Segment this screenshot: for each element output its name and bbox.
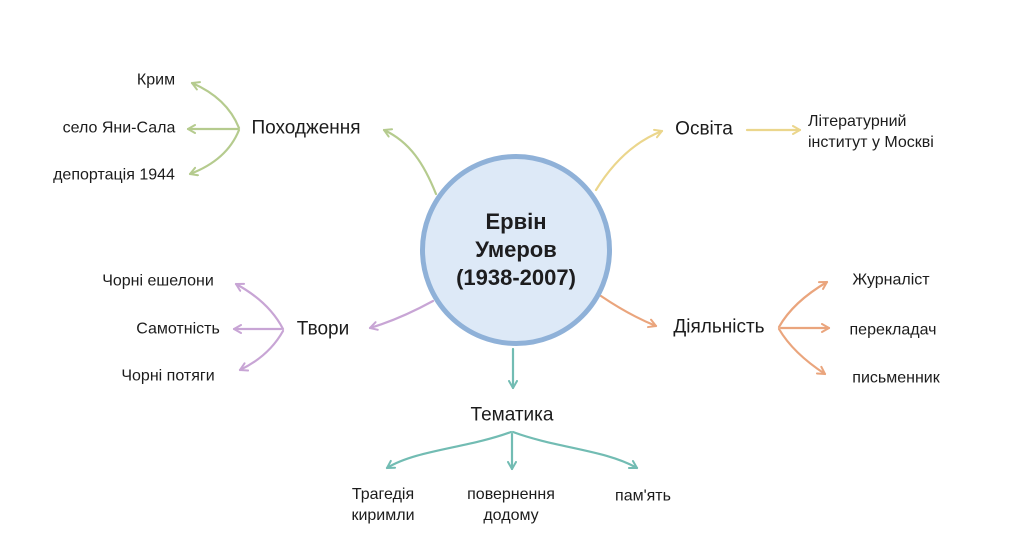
- edge-center-pokhodzhennia: [382, 128, 438, 196]
- edge-pokhodzhennia-deportatsiia: [188, 128, 241, 177]
- edge-tvory-eshelony: [234, 282, 285, 331]
- node-trahediia-kyrymly: Трагедія киримли: [351, 486, 415, 524]
- branch-label-osvita: Освіта: [675, 118, 733, 140]
- branch-label-tvory: Твори: [296, 318, 350, 340]
- edge-tematyka-pamiat: [511, 430, 639, 470]
- node-chorni-eshelony: Чорні ешелони: [102, 272, 214, 290]
- central-node-name-line2: Умеров: [475, 236, 557, 262]
- central-node-years: (1938-2007): [456, 265, 576, 291]
- edge-diialnist-zhurnalist: [777, 280, 829, 329]
- edge-tvory-potiahy: [238, 329, 285, 372]
- central-node-name-line1: Ервін: [485, 208, 547, 234]
- node-pysmennyk: письменник: [852, 369, 940, 387]
- node-selo-yany-sala: село Яни-Сала: [62, 119, 176, 137]
- node-deportatsiia-1944: депортація 1944: [53, 166, 175, 184]
- edge-center-osvita: [594, 128, 664, 192]
- edge-pokhodzhennia-krym: [190, 81, 241, 130]
- branch-label-diialnist: Діяльність: [673, 316, 765, 338]
- node-pamiat: пам'ять: [615, 487, 671, 505]
- branch-label-pokhodzhennia: Походження: [251, 117, 361, 139]
- edge-center-diialnist: [599, 294, 658, 329]
- node-chorni-potiahy: Чорні потяги: [121, 367, 215, 385]
- node-zhurnalist: Журналіст: [852, 271, 930, 289]
- edge-tematyka-trahediia: [385, 430, 513, 470]
- central-node: Ервін Умеров (1938-2007): [420, 154, 612, 346]
- node-krym: Крим: [136, 71, 176, 89]
- node-perekladach: перекладач: [849, 321, 937, 339]
- node-literaturnyi-instytut: Літературний інститут у Москві: [808, 113, 934, 151]
- node-samotnist: Самотність: [136, 320, 220, 338]
- edge-diialnist-pysmennyk: [777, 327, 827, 376]
- node-povernennia-dodomu: повернення додому: [467, 486, 555, 524]
- edge-center-tvory: [368, 299, 435, 331]
- branch-label-tematyka: Тематика: [470, 404, 554, 426]
